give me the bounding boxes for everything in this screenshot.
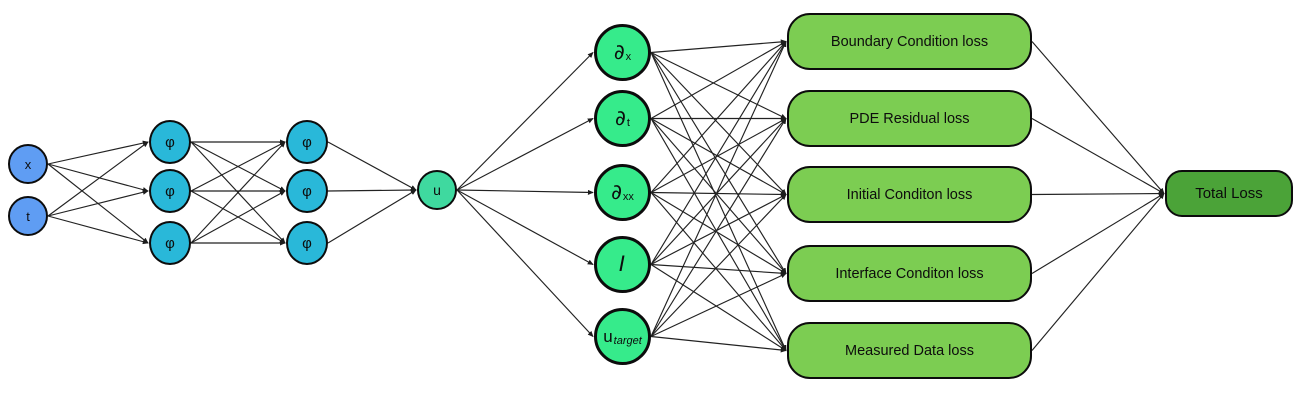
node-op-0: ∂x bbox=[594, 24, 651, 81]
edge bbox=[190, 141, 286, 244]
edge bbox=[1031, 190, 1165, 197]
edge bbox=[327, 189, 417, 244]
node-label-sub: xx bbox=[622, 191, 634, 203]
node-label: φ bbox=[302, 133, 312, 151]
edge bbox=[456, 117, 594, 191]
node-label: u bbox=[603, 327, 613, 346]
node-label: I bbox=[618, 252, 626, 276]
edge bbox=[456, 51, 594, 191]
loss-box-label: Interface Conditon loss bbox=[835, 265, 984, 282]
node-label: ∂ bbox=[611, 180, 622, 204]
node-label: ∂ bbox=[615, 106, 626, 130]
edge bbox=[1031, 192, 1165, 351]
loss-box-label: Initial Conditon loss bbox=[846, 186, 973, 203]
edge bbox=[190, 190, 286, 244]
loss-box-label: Boundary Condition loss bbox=[830, 33, 989, 50]
node-h1-1: φ bbox=[149, 169, 191, 213]
edge bbox=[650, 117, 787, 196]
edge bbox=[47, 140, 149, 165]
edge bbox=[190, 141, 286, 192]
box-total: Total Loss bbox=[1165, 170, 1293, 217]
node-op-3: I bbox=[594, 236, 651, 293]
edge bbox=[650, 335, 787, 353]
edge bbox=[327, 141, 417, 191]
node-label: x bbox=[24, 156, 32, 172]
edge bbox=[650, 52, 787, 275]
edge bbox=[650, 117, 787, 194]
edge bbox=[650, 118, 787, 275]
node-h1-2: φ bbox=[149, 221, 191, 265]
edge bbox=[650, 52, 787, 352]
edge bbox=[650, 193, 787, 337]
edge bbox=[1031, 193, 1165, 274]
node-label: φ bbox=[165, 133, 175, 151]
total-loss-label: Total Loss bbox=[1195, 185, 1263, 202]
box-2: Initial Conditon loss bbox=[787, 166, 1032, 223]
edge bbox=[456, 189, 594, 266]
edge bbox=[650, 263, 787, 276]
edge bbox=[650, 117, 787, 265]
node-input-t: t bbox=[8, 196, 48, 236]
node-h2-1: φ bbox=[286, 169, 328, 213]
node-u: u bbox=[417, 170, 457, 210]
edge bbox=[650, 118, 787, 352]
box-0: Boundary Condition loss bbox=[787, 13, 1032, 70]
box-3: Interface Conditon loss bbox=[787, 245, 1032, 302]
edge bbox=[1031, 118, 1165, 194]
node-label-sub: target bbox=[613, 335, 642, 347]
edge bbox=[650, 41, 787, 119]
node-label: φ bbox=[302, 234, 312, 252]
node-label: φ bbox=[165, 182, 175, 200]
edge bbox=[650, 272, 787, 338]
node-label-sub: t bbox=[626, 117, 630, 129]
edge bbox=[650, 264, 787, 351]
edge bbox=[327, 187, 417, 193]
edge bbox=[650, 51, 787, 120]
node-label: u bbox=[433, 182, 441, 198]
node-input-x: x bbox=[8, 144, 48, 184]
edge bbox=[456, 189, 594, 196]
node-label: ∂ bbox=[613, 40, 625, 64]
node-h1-0: φ bbox=[149, 120, 191, 164]
edge bbox=[650, 192, 787, 274]
edge bbox=[47, 163, 149, 193]
node-op-2: ∂xx bbox=[594, 164, 651, 221]
edge bbox=[650, 192, 787, 352]
node-label-sub: x bbox=[625, 51, 632, 63]
edge bbox=[1031, 41, 1165, 195]
edge bbox=[650, 193, 787, 266]
edge bbox=[47, 141, 149, 217]
edge bbox=[650, 117, 787, 337]
node-op-1: ∂t bbox=[594, 90, 651, 147]
edge bbox=[650, 191, 787, 198]
edge bbox=[650, 40, 787, 337]
node-h2-2: φ bbox=[286, 221, 328, 265]
edge bbox=[650, 40, 787, 193]
node-label: φ bbox=[302, 182, 312, 200]
edge bbox=[456, 189, 594, 338]
box-1: PDE Residual loss bbox=[787, 90, 1032, 147]
edge bbox=[650, 52, 787, 196]
loss-box-label: PDE Residual loss bbox=[849, 110, 970, 127]
loss-box-label: Measured Data loss bbox=[845, 342, 974, 359]
edge bbox=[47, 215, 149, 245]
node-label: t bbox=[26, 208, 30, 224]
edge bbox=[650, 39, 787, 54]
edge bbox=[47, 189, 149, 217]
node-h2-0: φ bbox=[286, 120, 328, 164]
node-label: φ bbox=[165, 234, 175, 252]
edge bbox=[650, 40, 787, 265]
box-4: Measured Data loss bbox=[787, 322, 1032, 379]
